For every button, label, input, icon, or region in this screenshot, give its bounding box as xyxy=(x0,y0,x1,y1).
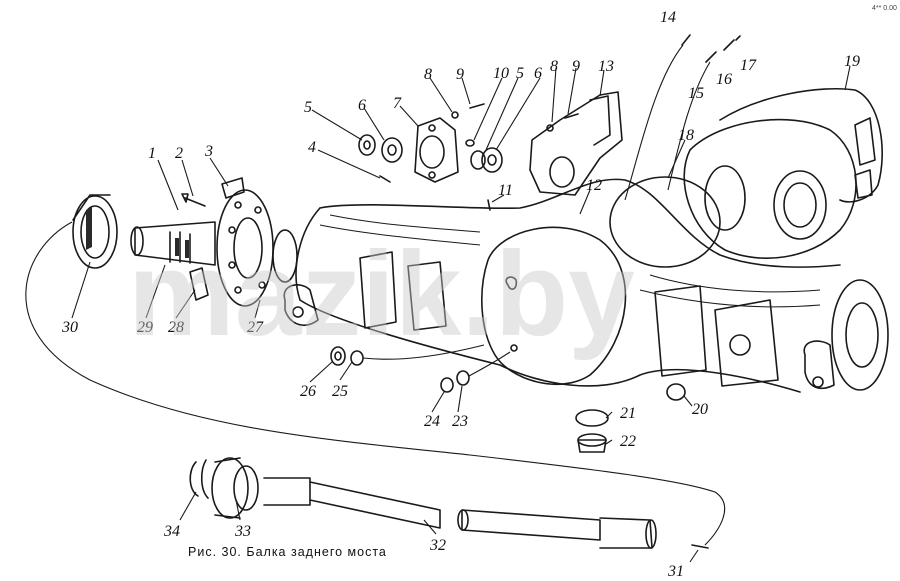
part-34-retaining-ring xyxy=(189,459,209,499)
callout-15: 15 xyxy=(688,85,704,102)
callout-23: 23 xyxy=(452,413,468,430)
callout-3: 3 xyxy=(204,143,213,160)
callout-33: 33 xyxy=(234,523,251,540)
callout-22: 22 xyxy=(620,433,636,450)
callout-16: 16 xyxy=(716,71,732,88)
callout-18: 18 xyxy=(678,127,694,144)
callout-20: 20 xyxy=(692,401,708,418)
callout-8b: 8 xyxy=(550,58,558,75)
part-7-bearing-cap xyxy=(414,117,459,183)
callout-5b: 5 xyxy=(516,65,524,82)
part-13-bearing-cap xyxy=(529,91,623,196)
part-3-lock-plate xyxy=(221,177,245,199)
callout-leaders xyxy=(71,65,851,563)
part-26-plug xyxy=(330,346,346,366)
callout-30: 30 xyxy=(61,319,78,336)
callout-numbers: 1 2 3 4 5 6 7 8 9 10 5 6 8 9 13 14 15 16… xyxy=(61,9,860,580)
callout-13: 13 xyxy=(598,58,614,75)
parts-5-6-left-washers xyxy=(358,134,403,163)
callout-19: 19 xyxy=(844,53,860,70)
callout-10: 10 xyxy=(493,65,509,82)
parts-8-9-10-fasteners xyxy=(451,103,579,211)
callout-8: 8 xyxy=(424,66,432,83)
callout-31: 31 xyxy=(667,563,684,580)
leader-25-to-housing xyxy=(362,344,485,360)
corner-mark: 4** 0.00 xyxy=(872,5,897,12)
callout-4: 4 xyxy=(308,139,316,156)
callout-7: 7 xyxy=(393,95,402,112)
part-23-washer xyxy=(456,370,470,386)
part-2-bolt xyxy=(181,193,206,207)
part-24-plug xyxy=(440,377,454,393)
callout-26: 26 xyxy=(300,383,316,400)
callout-6b: 6 xyxy=(534,65,542,82)
callout-9: 9 xyxy=(456,66,464,83)
part-20-nut xyxy=(666,383,686,401)
part-33-gear xyxy=(211,457,259,519)
leader-23-to-housing xyxy=(468,351,511,377)
part-32-half-shaft xyxy=(263,477,657,549)
part-31-pin xyxy=(691,544,709,549)
callout-11: 11 xyxy=(498,182,513,199)
part-22-plug xyxy=(577,433,607,453)
callout-21: 21 xyxy=(620,405,636,422)
part-30-oil-seal xyxy=(72,194,118,269)
callout-5: 5 xyxy=(304,99,312,116)
part-16-17-nut xyxy=(723,35,741,51)
part-21-gasket xyxy=(575,409,609,427)
part-29-hub xyxy=(130,221,216,266)
part-15-bolt xyxy=(705,51,717,63)
callout-25: 25 xyxy=(332,383,348,400)
callout-34: 34 xyxy=(163,523,180,540)
callout-29: 29 xyxy=(137,319,153,336)
part-18-gasket xyxy=(609,176,721,268)
watermark: mazik.by xyxy=(128,227,635,361)
part-4-screw xyxy=(379,175,391,183)
leader-30-to-31 xyxy=(25,221,726,546)
leader-15-to-18 xyxy=(667,61,711,191)
callout-27: 27 xyxy=(247,319,264,336)
parts-5-6-right-washers xyxy=(470,147,503,173)
part-14-pin xyxy=(681,34,691,46)
callout-17: 17 xyxy=(740,57,757,74)
callout-24: 24 xyxy=(424,413,440,430)
callout-1: 1 xyxy=(148,145,156,162)
callout-32: 32 xyxy=(429,537,446,554)
callout-2: 2 xyxy=(175,145,183,162)
callout-6: 6 xyxy=(358,97,366,114)
callout-12: 12 xyxy=(586,177,602,194)
leader-14-to-18 xyxy=(624,44,684,201)
figure-caption: Рис. 30. Балка заднего моста xyxy=(188,545,387,559)
part-axle-housing xyxy=(283,178,889,393)
callout-9b: 9 xyxy=(572,58,580,75)
callout-14: 14 xyxy=(660,9,676,26)
part-19-differential-carrier xyxy=(683,87,883,259)
callout-28: 28 xyxy=(168,319,184,336)
